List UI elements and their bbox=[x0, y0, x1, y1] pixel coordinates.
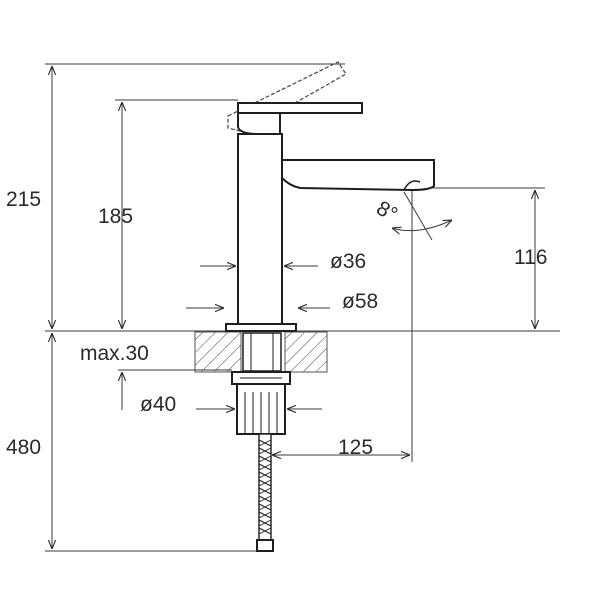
base-flange bbox=[225, 323, 297, 332]
dim-body-diameter: ø36 bbox=[330, 250, 366, 273]
dim-deck-thickness: max.30 bbox=[80, 342, 149, 365]
faucet-body bbox=[237, 133, 283, 325]
dim-spout-reach: 125 bbox=[338, 436, 373, 459]
dim-spout-height: 116 bbox=[514, 246, 547, 269]
shank bbox=[242, 332, 282, 372]
faucet-outline bbox=[225, 61, 435, 552]
cartridge-cap bbox=[237, 112, 281, 135]
spout bbox=[281, 159, 435, 192]
dimension-arrows bbox=[52, 66, 535, 549]
dim-spout-angle: 8° bbox=[372, 197, 401, 227]
braided-hose bbox=[256, 433, 274, 552]
dim-base-diameter: ø58 bbox=[342, 290, 378, 313]
dimension-labels: 215 185 116 480 max.30 ø36 ø58 ø40 125 8… bbox=[6, 188, 547, 459]
dim-lever-height: 185 bbox=[98, 205, 133, 228]
lever-handle bbox=[237, 102, 363, 114]
dim-shank-diameter: ø40 bbox=[140, 393, 176, 416]
dim-overall-height: 215 bbox=[6, 188, 41, 211]
countertop-section bbox=[45, 330, 560, 373]
dim-below-deck: 480 bbox=[6, 436, 41, 459]
extension-lines bbox=[45, 63, 545, 552]
